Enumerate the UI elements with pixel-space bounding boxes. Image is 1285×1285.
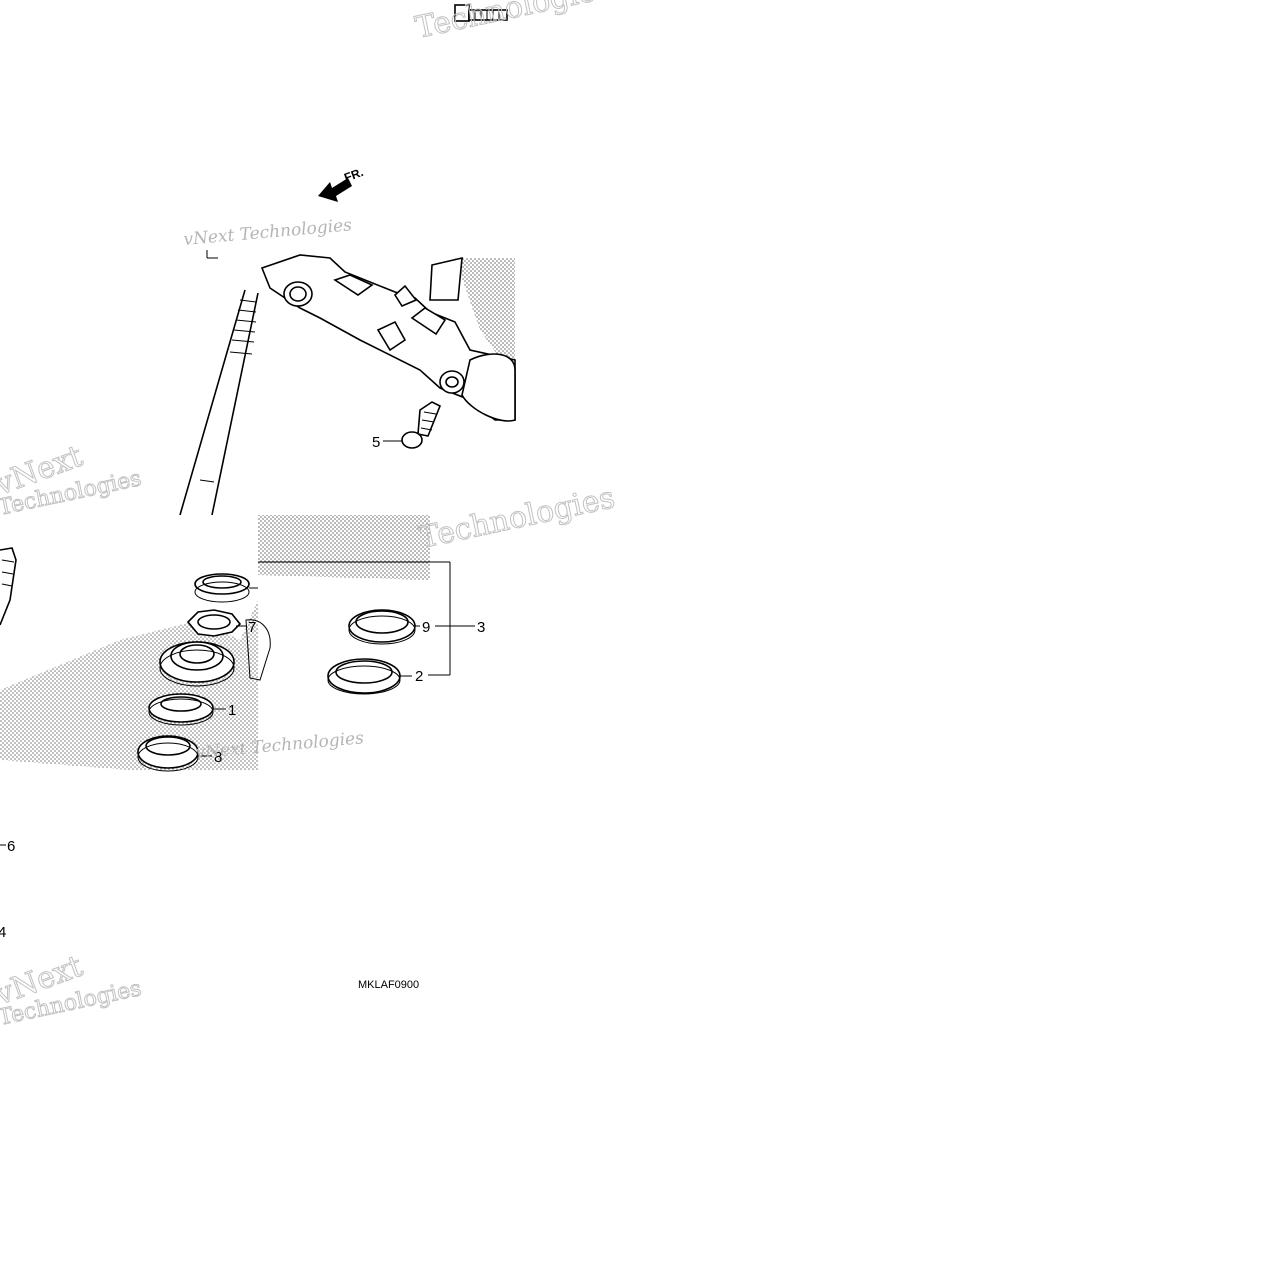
part-2-seal [327,658,412,695]
front-arrow: FR. [318,165,365,202]
watermark-word-2: Technologies [416,480,617,556]
steering-stem [179,250,259,516]
callout-4: 4 [0,924,6,941]
callout-8: 8 [214,749,222,766]
part-8-bearing [137,735,212,772]
stem-fragment [0,547,17,626]
part-7-washer [186,609,247,637]
callout-3: 3 [477,619,485,636]
bolt-5 [383,401,442,449]
callout-5: 5 [372,434,380,451]
part-1-dust-seal [148,693,226,726]
top-bolt [454,4,508,22]
top-bridge [260,254,516,422]
figure-code: MKLAF0900 [358,979,419,991]
group-bracket [258,561,475,676]
callout-7: 7 [248,619,256,636]
locknut-top [194,573,258,603]
watermark-line-1: vNext Technologies [183,215,353,250]
callout-1: 1 [228,702,236,719]
part-9-race [348,609,420,645]
watermark-word-top: Technologies [412,0,613,46]
callout-6: 6 [7,838,15,855]
callout-2: 2 [415,668,423,685]
part-4-adjuster [159,619,271,687]
front-label: FR. [342,165,365,185]
callout-9: 9 [422,619,430,636]
callout-labels: 5 9 3 2 7 1 8 6 4 [0,434,485,941]
